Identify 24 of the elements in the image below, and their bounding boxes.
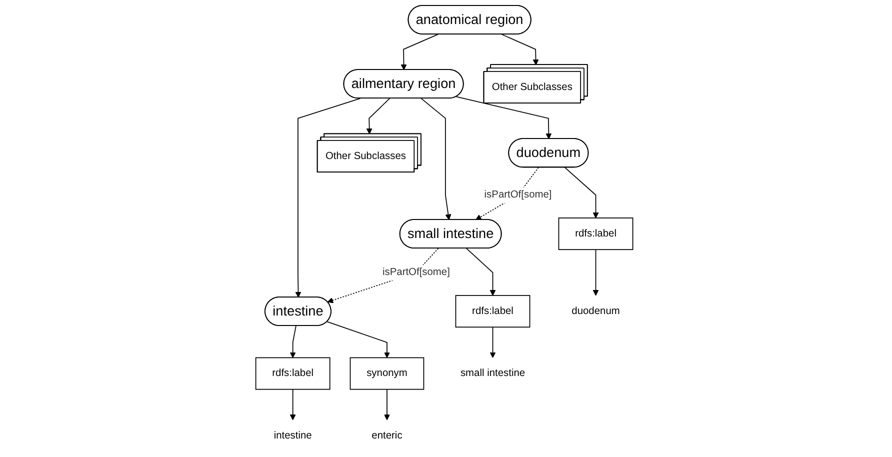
edge-label: isPartOf[some] — [382, 266, 450, 278]
node-box: rdfs:label — [558, 218, 634, 250]
arrow — [592, 249, 599, 296]
arrow — [400, 34, 438, 70]
arrow — [384, 388, 390, 420]
arrow — [290, 325, 296, 358]
node-box: rdfs:label — [455, 295, 530, 328]
node-text: intestine — [274, 429, 312, 442]
node-box: rdfs:label — [255, 357, 330, 390]
arrow — [326, 321, 390, 358]
arrow — [290, 388, 296, 420]
arrow — [420, 98, 452, 220]
arrow — [295, 98, 361, 298]
arrow — [501, 34, 539, 66]
arrow — [366, 98, 390, 134]
arrow — [456, 96, 552, 140]
node-text: enteric — [372, 429, 402, 442]
node-text: duodenum — [572, 305, 620, 317]
node-text: small intestine — [460, 367, 526, 379]
edge-label: isPartOf[some] — [484, 188, 552, 200]
arrow — [490, 326, 496, 358]
node-box: synonym — [350, 357, 424, 390]
arrow — [564, 167, 599, 218]
arrow — [466, 248, 496, 296]
